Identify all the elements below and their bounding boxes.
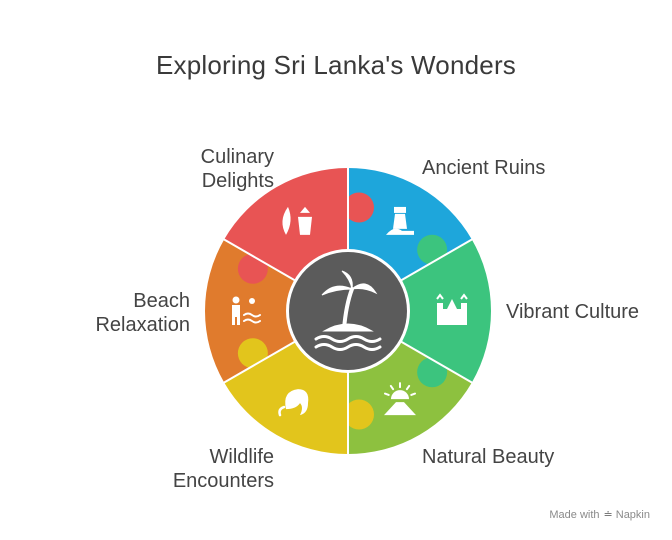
- segment-separator: [222, 340, 297, 384]
- made-with-text: Made with: [549, 509, 600, 521]
- segment-beach-relaxation: [205, 239, 297, 383]
- label-ancient-ruins: Ancient Ruins: [422, 157, 546, 179]
- puzzle-tab-wildlife-encounters: [344, 399, 374, 430]
- page-title: Exploring Sri Lanka's Wonders: [155, 50, 516, 80]
- segment-separator: [399, 340, 474, 384]
- palm-island-icon: [314, 270, 382, 351]
- label-vibrant-culture: Vibrant Culture: [506, 301, 640, 323]
- napkin-brand-text: Napkin: [615, 509, 650, 521]
- leaf-jar-icon: [282, 206, 312, 235]
- puzzle-tab-culinary-delights: [237, 253, 268, 284]
- label-natural-beauty: Natural Beauty: [422, 446, 555, 468]
- puzzle-tab-vibrant-culture: [417, 234, 448, 265]
- label-culinary-delights: Culinary Delights: [200, 146, 274, 192]
- puzzle-tab-culinary-delights: [344, 192, 374, 223]
- lighthouse-icon: [386, 206, 414, 235]
- puzzle-tab-vibrant-culture: [417, 357, 448, 388]
- label-wildlife-encounters: Wildlife Encounters: [172, 446, 274, 492]
- label-beach-relaxation: Beach Relaxation: [95, 290, 190, 336]
- made-with-napkin-badge[interactable]: Made with≐Napkin: [549, 508, 650, 521]
- beach-person-icon: [232, 296, 261, 325]
- castle-icon: [436, 293, 468, 325]
- segment-separator: [222, 238, 297, 282]
- sunrise-road-icon: [383, 382, 417, 416]
- elephant-icon: [278, 389, 309, 417]
- puzzle-tab-wildlife-encounters: [237, 338, 268, 369]
- segment-separator: [399, 238, 474, 282]
- napkin-logo-icon: ≐: [603, 509, 613, 521]
